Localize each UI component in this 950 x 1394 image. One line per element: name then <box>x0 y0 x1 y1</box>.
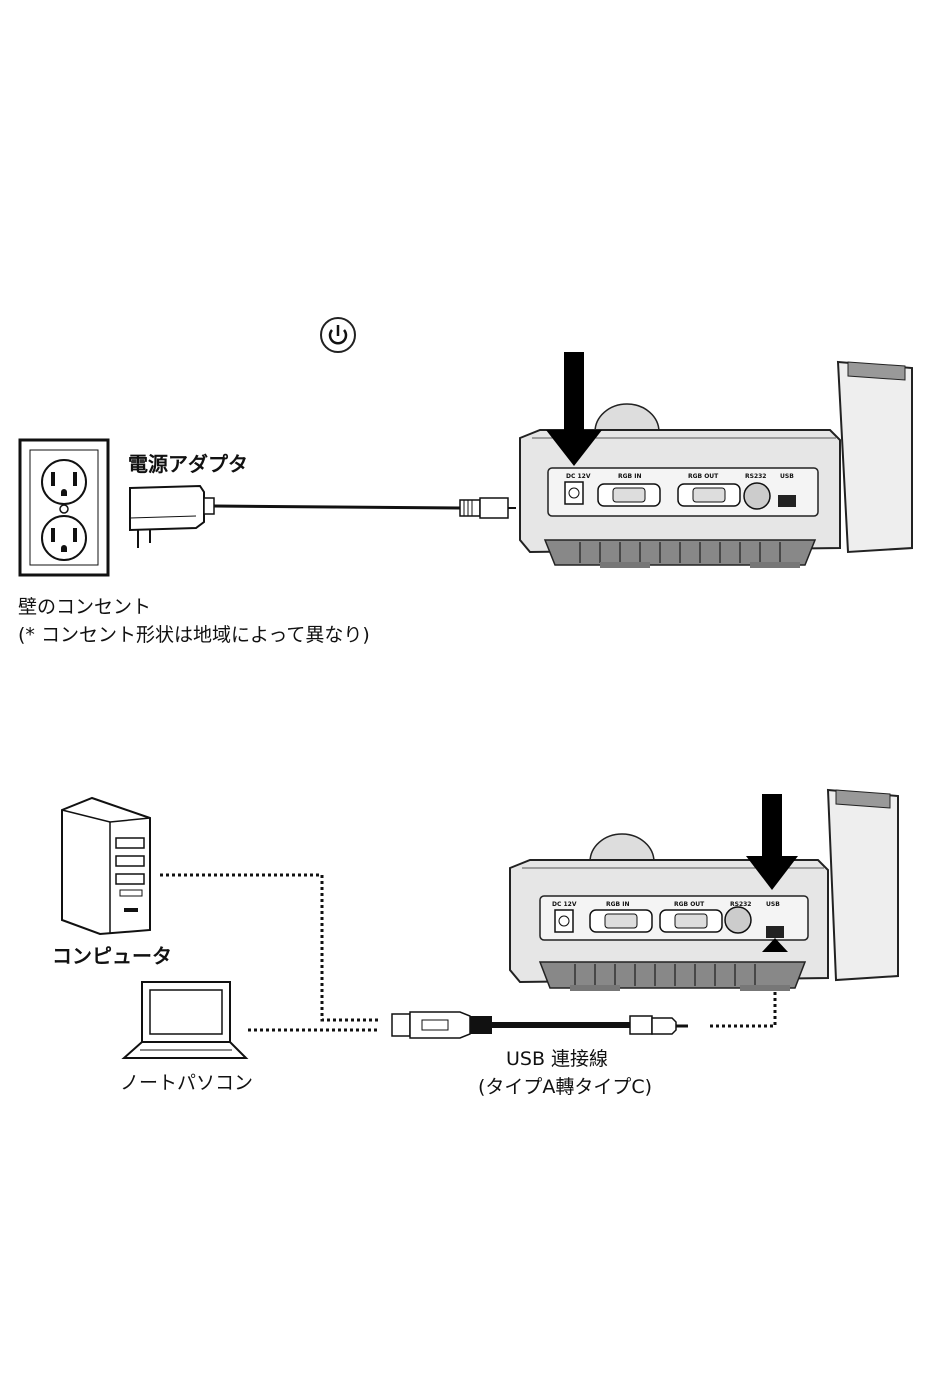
power-icon <box>321 318 355 352</box>
desktop-tower-icon <box>62 798 150 934</box>
camera-device-icon <box>510 790 898 991</box>
port-label-rs232: RS232 <box>745 473 766 480</box>
laptop-icon <box>124 982 246 1058</box>
port-label-dc: DC 12V <box>566 473 591 480</box>
port-label-rs232: RS232 <box>730 901 751 908</box>
laptop-label: ノートパソコン <box>120 1068 253 1095</box>
outlet-label: 壁のコンセント <box>18 592 151 619</box>
outlet-icon <box>20 440 108 575</box>
computer-label: コンピュータ <box>52 940 172 969</box>
port-label-rgb-out: RGB OUT <box>674 901 705 908</box>
adapter-icon <box>130 486 516 548</box>
port-label-rgb-in: RGB IN <box>606 901 629 908</box>
port-label-dc: DC 12V <box>552 901 577 908</box>
outlet-note: (* コンセント形状は地域によって異なり) <box>18 620 370 647</box>
cable-note: (タイプA轉タイプC) <box>478 1072 652 1099</box>
usb-cable-icon <box>392 1012 688 1038</box>
cable-label: USB 連接線 <box>506 1044 608 1071</box>
port-label-usb: USB <box>766 901 780 908</box>
port-label-rgb-out: RGB OUT <box>688 473 719 480</box>
adapter-label: 電源アダプタ <box>128 448 248 477</box>
port-label-rgb-in: RGB IN <box>618 473 641 480</box>
port-label-usb: USB <box>780 473 794 480</box>
